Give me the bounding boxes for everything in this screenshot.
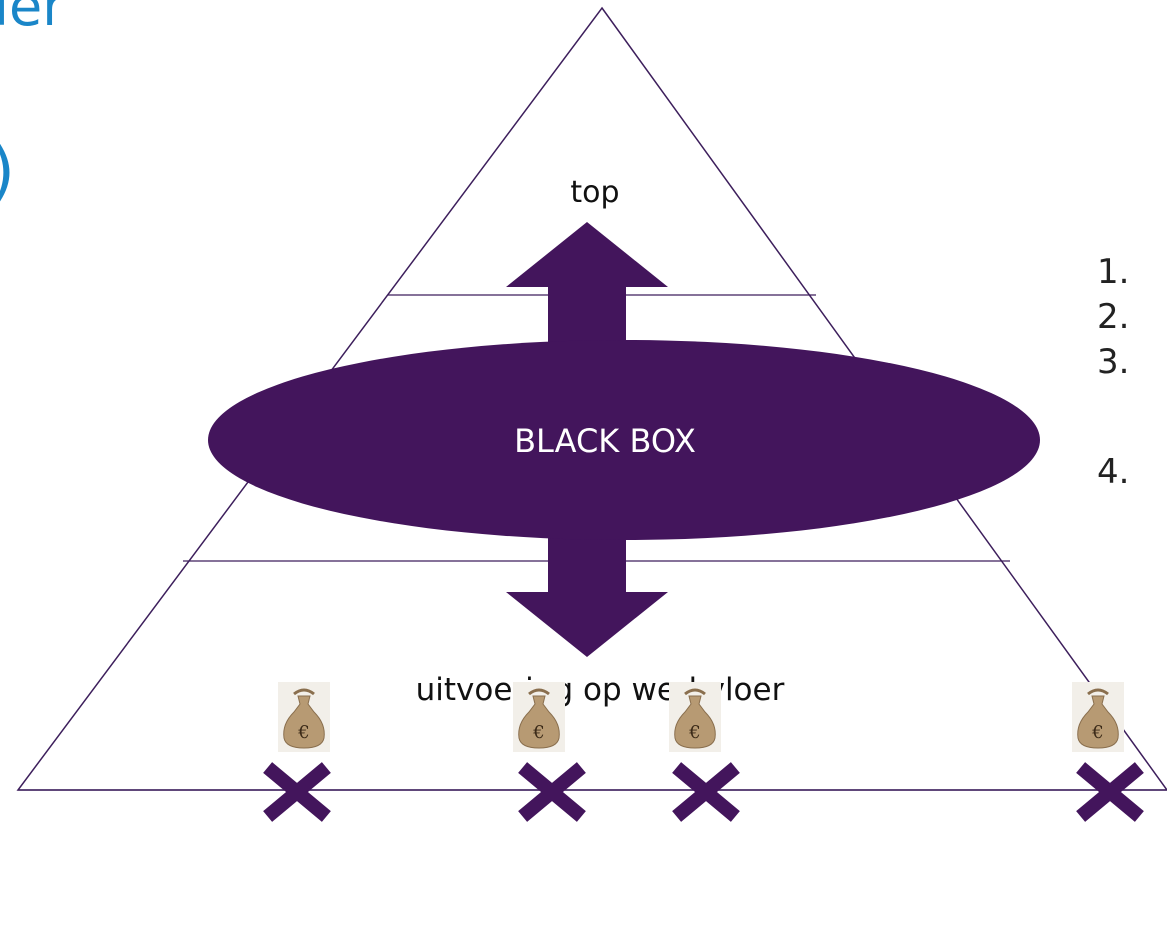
top-label: top xyxy=(570,175,619,210)
money-bag-icon: € xyxy=(1072,682,1124,752)
black-box-label: BLACK BOX xyxy=(514,422,696,460)
money-bag-icon: € xyxy=(669,682,721,752)
list-number-4: 4. xyxy=(1097,452,1130,492)
down-arrow xyxy=(506,525,668,657)
x-mark-1 xyxy=(263,762,331,822)
list-number-2: 2. xyxy=(1097,297,1130,337)
x-mark-3 xyxy=(672,762,740,822)
x-mark-4 xyxy=(1076,762,1144,822)
euro-symbol: € xyxy=(297,722,309,743)
money-bag-icon: € xyxy=(513,682,565,752)
black-box-ellipse xyxy=(208,340,1040,540)
list-number-1: 1. xyxy=(1097,252,1130,292)
euro-symbol: € xyxy=(688,722,700,743)
euro-symbol: € xyxy=(532,722,544,743)
slide-title-fragment-paren: ) xyxy=(0,140,15,204)
slide-title-fragment: ier xyxy=(0,0,65,38)
euro-symbol: € xyxy=(1091,722,1103,743)
bottom-label: uitvoering op werkvloer xyxy=(416,672,785,708)
x-mark-2 xyxy=(518,762,586,822)
money-bag-icon: € xyxy=(278,682,330,752)
list-number-3: 3. xyxy=(1097,342,1130,382)
up-arrow xyxy=(506,222,668,352)
